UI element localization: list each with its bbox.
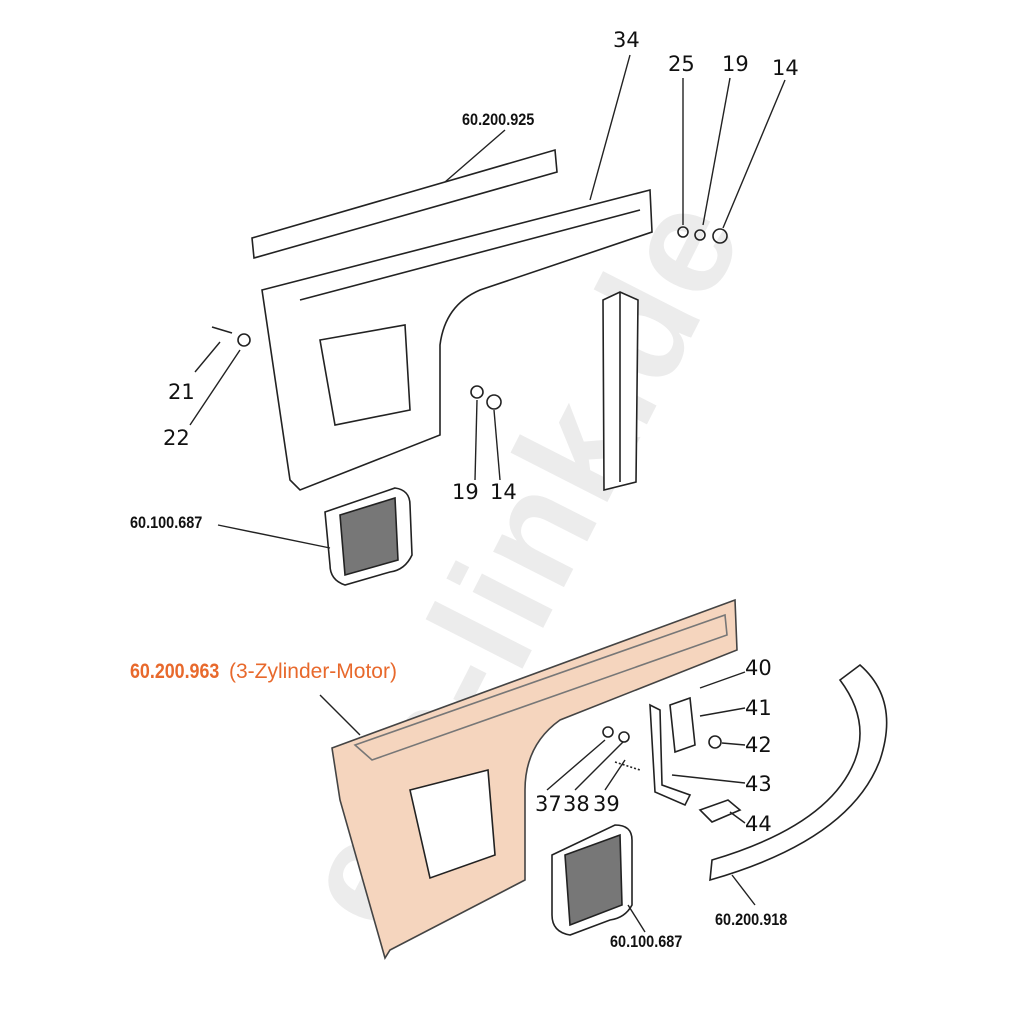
callout-39: 39	[593, 792, 620, 816]
upper-side-panel	[261, 188, 653, 491]
trim-strip	[251, 148, 558, 260]
highlighted-part-label[interactable]: 60.200.963 (3-Zylinder-Motor)	[130, 660, 397, 684]
part-number-60-100-687-upper: 60.100.687	[130, 513, 203, 532]
callout-22: 22	[163, 426, 190, 450]
part-number-60-200-918: 60.200.918	[715, 910, 788, 929]
callout-19: 19	[722, 52, 749, 76]
callout-34: 34	[613, 28, 640, 52]
callout-42: 42	[745, 733, 772, 757]
lower-panel-opening	[409, 768, 496, 880]
lower-grille	[551, 824, 633, 936]
callout-44: 44	[745, 812, 772, 836]
highlighted-part-description: (3-Zylinder-Motor)	[228, 660, 397, 683]
zetor-strip	[709, 663, 888, 882]
part-number-60-100-687-lower: 60.100.687	[610, 932, 683, 951]
callout-19-lower: 19	[452, 480, 479, 504]
upper-grille	[324, 487, 413, 586]
callout-43: 43	[745, 772, 772, 796]
part-number-60-200-925: 60.200.925	[462, 110, 535, 129]
callout-21: 21	[168, 380, 195, 404]
bracket	[649, 703, 692, 807]
callout-38: 38	[563, 792, 590, 816]
upper-panel-opening	[319, 324, 411, 426]
callout-37: 37	[535, 792, 562, 816]
callout-41: 41	[745, 696, 772, 720]
callout-14: 14	[772, 56, 799, 80]
callout-14-lower: 14	[490, 480, 517, 504]
highlighted-part-number[interactable]: 60.200.963	[130, 660, 220, 683]
callout-40: 40	[745, 656, 772, 680]
callout-25: 25	[668, 52, 695, 76]
